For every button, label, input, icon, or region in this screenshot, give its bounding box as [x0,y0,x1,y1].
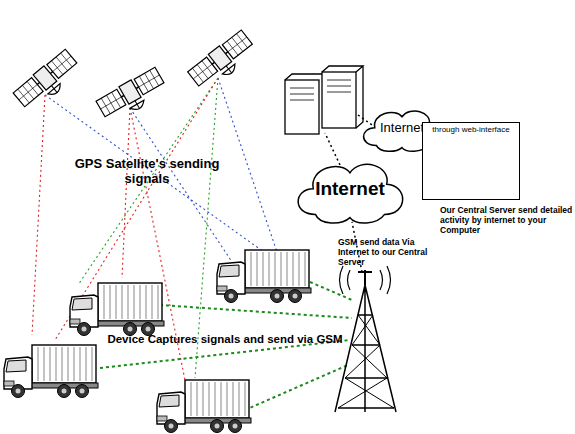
node-text: through web-interface [423,126,519,135]
internet-cloud: Internet [296,160,404,224]
satellite [13,29,259,125]
server-note: Our Central Server send detailed activit… [440,206,574,235]
satellite-caption: GPS Satellite's sending signals [72,157,222,187]
server [285,66,363,134]
computer-box: through web-interface [422,122,520,200]
gsm-note: GSM send data Via Internet to our Centra… [338,238,438,267]
gsm-tower [335,266,396,412]
node-text: Internet [296,179,404,200]
device-caption: Device Captures signals and send via GSM [100,333,350,346]
